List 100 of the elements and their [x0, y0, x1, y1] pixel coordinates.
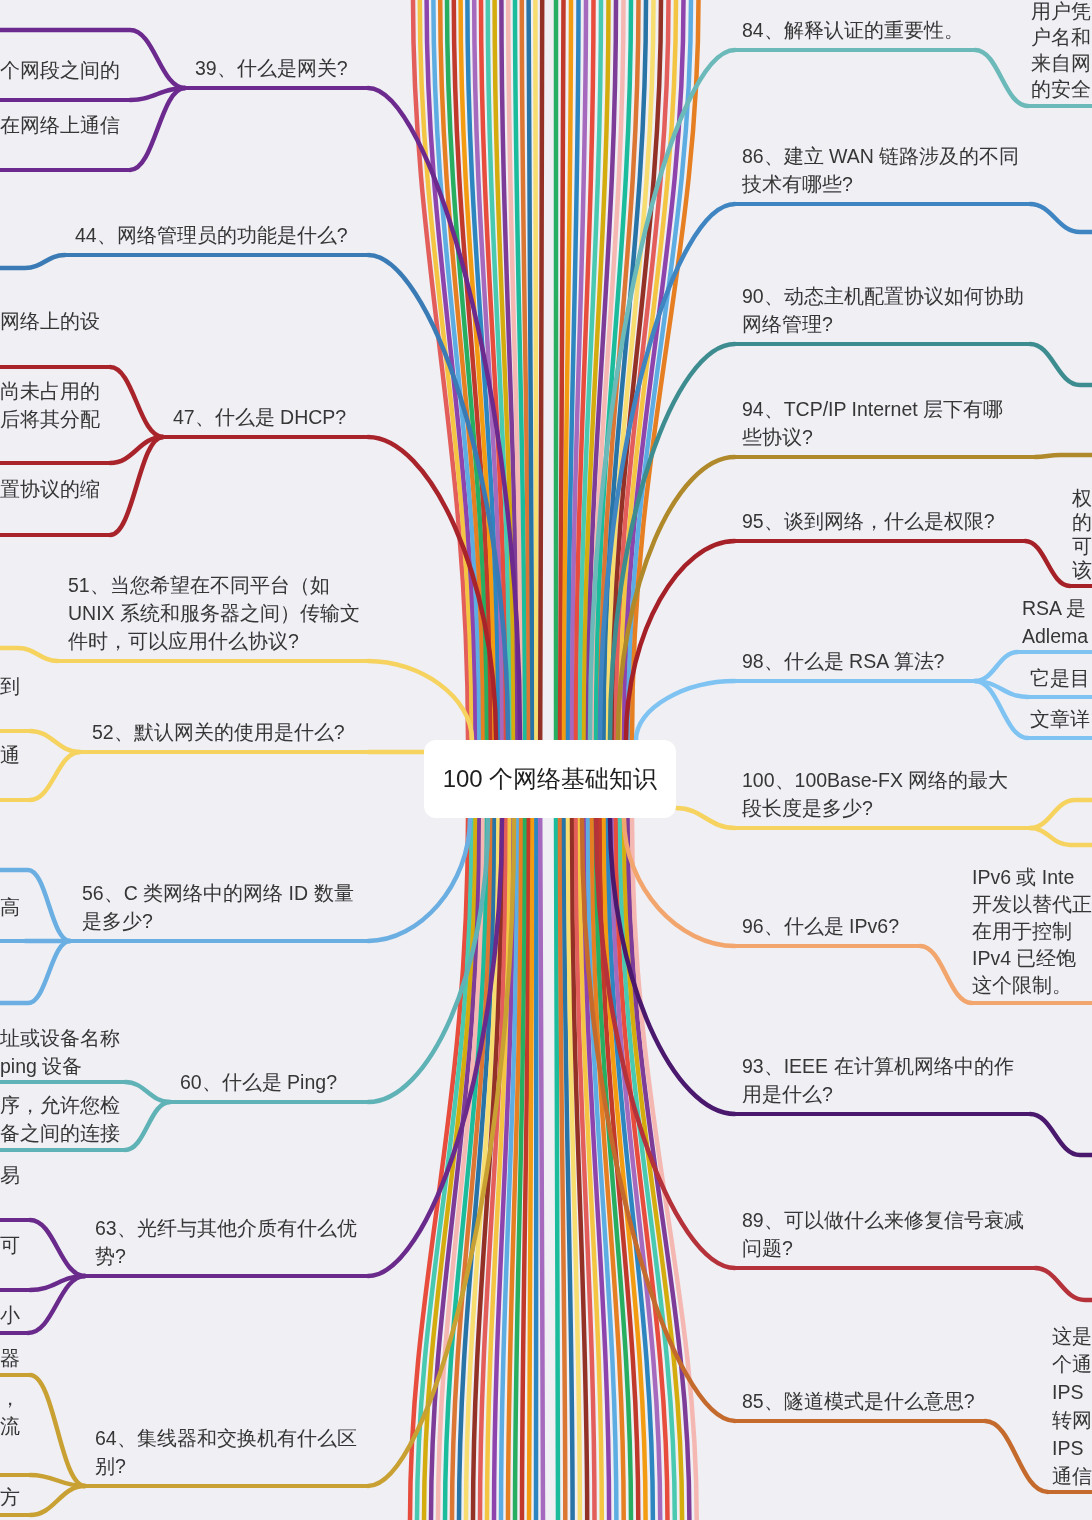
branch-line — [107, 434, 166, 538]
answer-text: 个网段之间的 — [0, 58, 121, 83]
branch-line — [673, 805, 738, 831]
question-text: 98、什么是 RSA 算法? — [742, 649, 946, 674]
branch-line — [365, 815, 517, 1489]
branch-line — [593, 815, 738, 1271]
branch-line — [601, 815, 648, 1520]
branch-line — [553, 815, 561, 1520]
branch-line — [0, 938, 73, 1006]
answer-text: 这是个通IPS转网IPS通信 — [1052, 1324, 1092, 1489]
branch-line — [437, 0, 486, 743]
branch-line — [410, 0, 471, 743]
branch-line — [463, 815, 501, 1520]
branch-line — [607, 815, 738, 1117]
branch-line — [615, 454, 738, 743]
branch-line — [605, 0, 656, 743]
branch-line — [609, 0, 664, 743]
branch-line — [407, 815, 471, 1520]
branch-line — [491, 815, 516, 1520]
branch-line — [465, 0, 501, 743]
branch-line — [533, 0, 539, 743]
branch-line — [492, 0, 516, 743]
branch-line — [484, 815, 513, 1520]
branch-line — [478, 0, 509, 743]
answer-text: IPv6 或 Inte开发以替代正在用于控制IPv4 已经饱这个限制。 — [972, 865, 1092, 998]
branch-line — [561, 0, 574, 743]
branch-line — [27, 1483, 88, 1518]
branch-line — [569, 0, 589, 743]
branch-line — [561, 815, 575, 1520]
branch-line — [1027, 825, 1092, 848]
branch-line — [456, 815, 497, 1520]
branch-line — [458, 0, 497, 743]
branch-line — [519, 815, 532, 1520]
branch-line — [537, 0, 545, 743]
branch-line — [553, 0, 559, 743]
answer-text: 尚未占用的后将其分配 — [0, 379, 100, 432]
branch-line — [499, 0, 520, 743]
branch-line — [601, 0, 649, 743]
branch-line — [442, 815, 490, 1520]
branch-line — [621, 0, 686, 743]
branch-line — [621, 815, 738, 949]
branch-line — [1032, 452, 1092, 460]
branch-line — [565, 0, 581, 743]
question-text: 84、解释认证的重要性。 — [742, 18, 965, 43]
branch-line — [0, 645, 61, 664]
branch-line — [1027, 201, 1092, 235]
branch-line — [557, 815, 568, 1520]
answer-text: 器 — [0, 1346, 21, 1371]
question-text: 94、TCP/IP Internet 层下有哪些协议? — [742, 397, 1005, 450]
answer-text: 序，允许您检备之间的连接 — [0, 1093, 120, 1146]
question-text: 85、隧道模式是什么意思? — [742, 1389, 976, 1414]
branch-line — [365, 815, 491, 1105]
answer-text: 权的可该 — [1072, 486, 1092, 582]
branch-line — [365, 85, 523, 743]
branch-line — [617, 815, 678, 1520]
question-text: 93、IEEE 在计算机网络中的作用是什么? — [742, 1054, 1015, 1107]
branch-line — [414, 815, 475, 1520]
question-text: 52、默认网关的使用是什么? — [92, 720, 346, 745]
branch-line — [25, 1273, 88, 1336]
answer-text: ，流 — [0, 1386, 21, 1439]
branch-line — [512, 0, 528, 743]
branch-line — [519, 0, 532, 743]
branch-line — [577, 815, 605, 1520]
branch-line — [569, 815, 590, 1520]
branch-line — [972, 47, 1031, 109]
branch-line — [365, 658, 475, 743]
branch-line — [573, 815, 597, 1520]
question-text: 64、集线器和交换机有什么区别? — [95, 1426, 358, 1479]
answer-text: 址或设备名称ping 设备 — [0, 1026, 120, 1079]
branch-line — [589, 0, 626, 743]
branch-line — [1027, 1111, 1092, 1158]
branch-line — [573, 0, 596, 743]
branch-line — [451, 0, 494, 743]
branch-line — [498, 815, 520, 1520]
question-text: 86、建立 WAN 链路涉及的不同技术有哪些? — [742, 144, 1021, 197]
branch-line — [449, 815, 494, 1520]
answer-text: 文章详 — [1030, 707, 1090, 732]
answer-text: 方 — [0, 1485, 21, 1510]
answer-text: 置协议的缩 — [0, 477, 101, 502]
branch-line — [526, 0, 535, 743]
answer-text: 可 — [0, 1233, 21, 1258]
branch-line — [917, 943, 975, 1006]
answer-text: 易 — [0, 1163, 21, 1188]
branch-line — [1027, 341, 1092, 388]
branch-line — [633, 678, 738, 743]
branch-line — [613, 0, 671, 743]
branch-line — [526, 815, 535, 1520]
branch-line — [593, 0, 634, 743]
branch-line — [581, 815, 612, 1520]
branch-line — [609, 815, 663, 1520]
answer-text: 在网络上通信 — [0, 113, 121, 138]
question-text: 44、网络管理员的功能是什么? — [75, 223, 349, 248]
branch-line — [365, 815, 505, 1279]
branch-line — [577, 0, 604, 743]
branch-line — [485, 0, 513, 743]
branch-line — [505, 815, 524, 1520]
branch-line — [537, 815, 546, 1520]
question-text: 90、动态主机配置协议如何协助网络管理? — [742, 284, 1025, 337]
branch-line — [27, 749, 83, 803]
branch-line — [435, 815, 486, 1520]
